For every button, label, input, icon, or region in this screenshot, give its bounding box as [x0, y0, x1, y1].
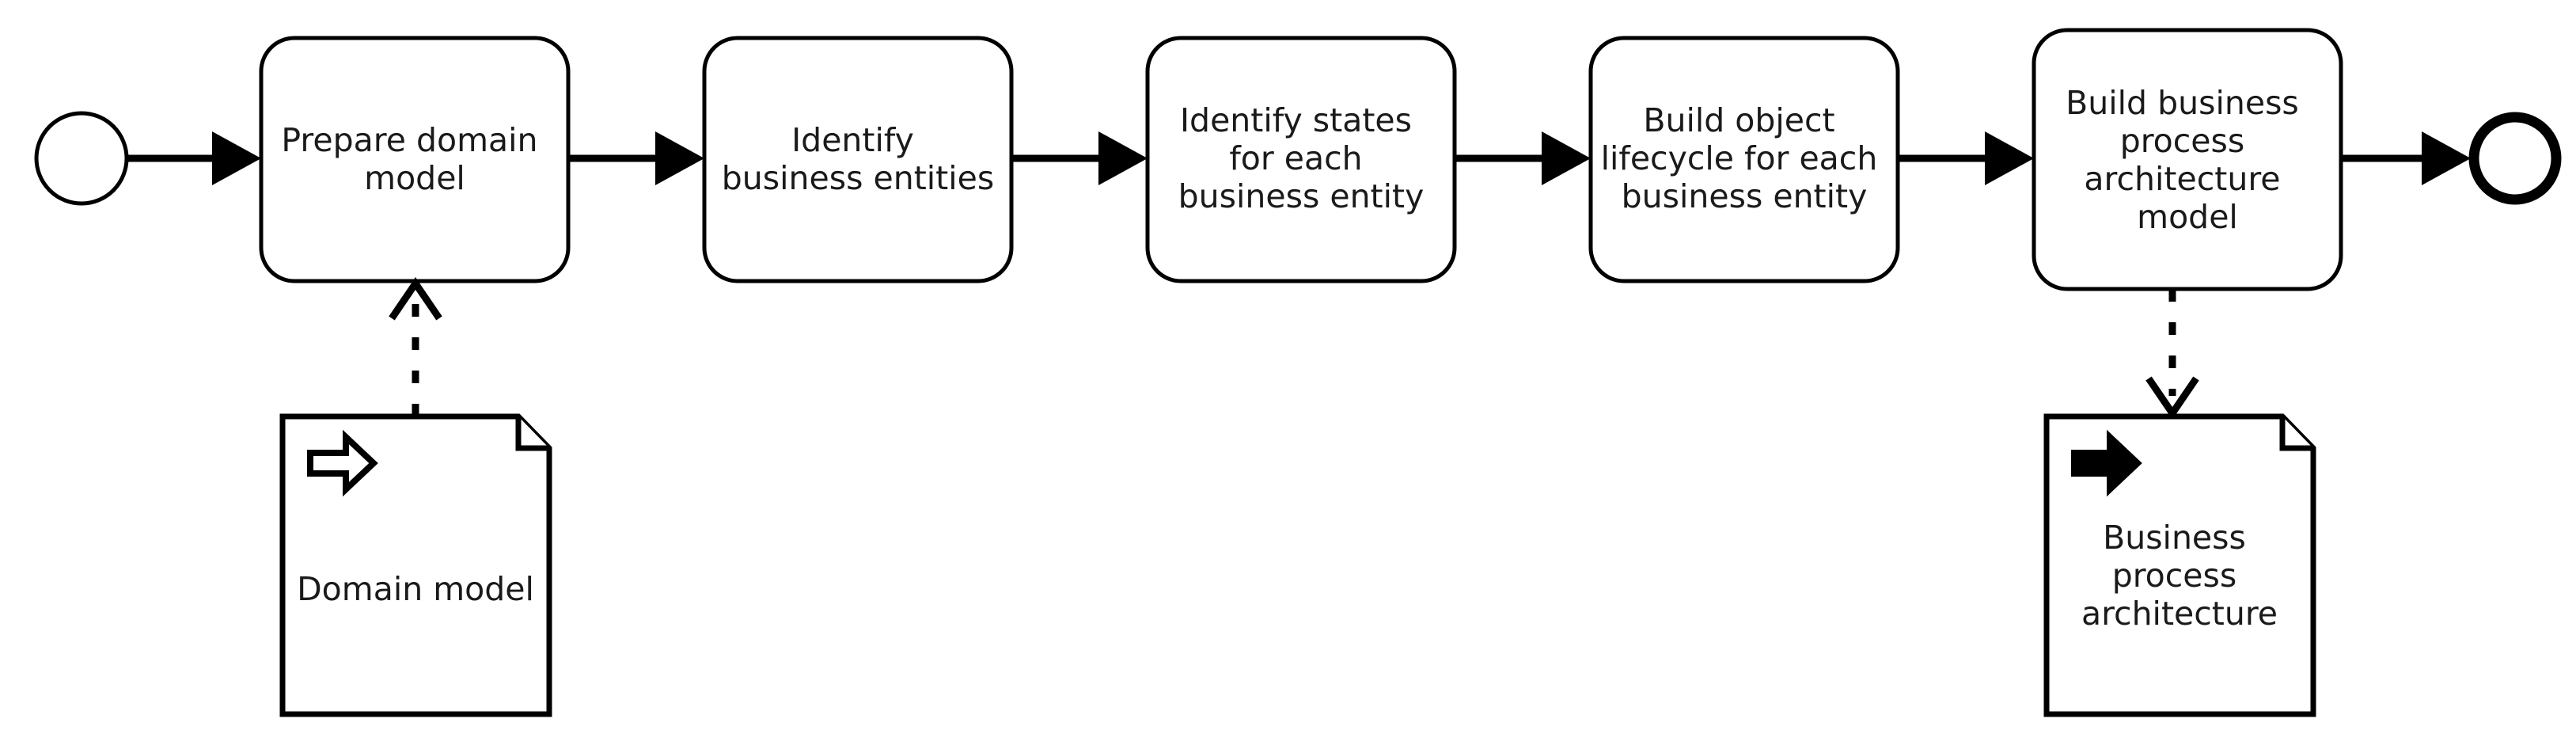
data-output-arrow-icon — [2071, 429, 2142, 497]
data-input-arrow-icon — [307, 429, 378, 497]
end-event[interactable] — [2468, 112, 2562, 205]
flow-task-2-to-task-3 — [1011, 131, 1148, 185]
data-object-1-label: Domain model — [297, 570, 534, 608]
task-build-object-lifecycle-for-each-business-entity[interactable]: Build object lifecycle for each business… — [1588, 36, 1900, 283]
task-5-label: Build business process architecture mode… — [2066, 84, 2309, 236]
task-identify-states-for-each-business-entity[interactable]: Identify states for each business entity — [1145, 36, 1457, 283]
task-3-label: Identify states for each business entity — [1178, 101, 1425, 215]
start-event[interactable] — [34, 111, 129, 206]
flow-start-to-task-1 — [128, 131, 261, 185]
task-1-label: Prepare domain model — [281, 121, 548, 197]
data-object-2-label: Business process architecture — [2081, 519, 2278, 633]
task-2-label: Identify business entities — [722, 121, 994, 197]
task-identify-business-entities[interactable]: Identify business entities — [702, 36, 1014, 283]
task-prepare-domain-model[interactable]: Prepare domain model — [259, 36, 571, 283]
flow-task-3-to-task-4 — [1455, 131, 1591, 185]
association-domain-model-to-task-1 — [389, 277, 442, 416]
data-object-domain-model[interactable]: Domain model — [279, 413, 552, 717]
flow-task-1-to-task-2 — [568, 131, 704, 185]
flow-task-4-to-task-5 — [1898, 131, 2034, 185]
data-object-business-process-architecture[interactable]: Business process architecture — [2043, 413, 2316, 717]
flow-task-5-to-end — [2341, 131, 2471, 185]
task-4-label: Build object lifecycle for each business… — [1601, 101, 1888, 215]
association-task-5-to-business-process-architecture — [2145, 289, 2199, 420]
task-build-business-process-architecture-model[interactable]: Build business process architecture mode… — [2032, 28, 2343, 291]
